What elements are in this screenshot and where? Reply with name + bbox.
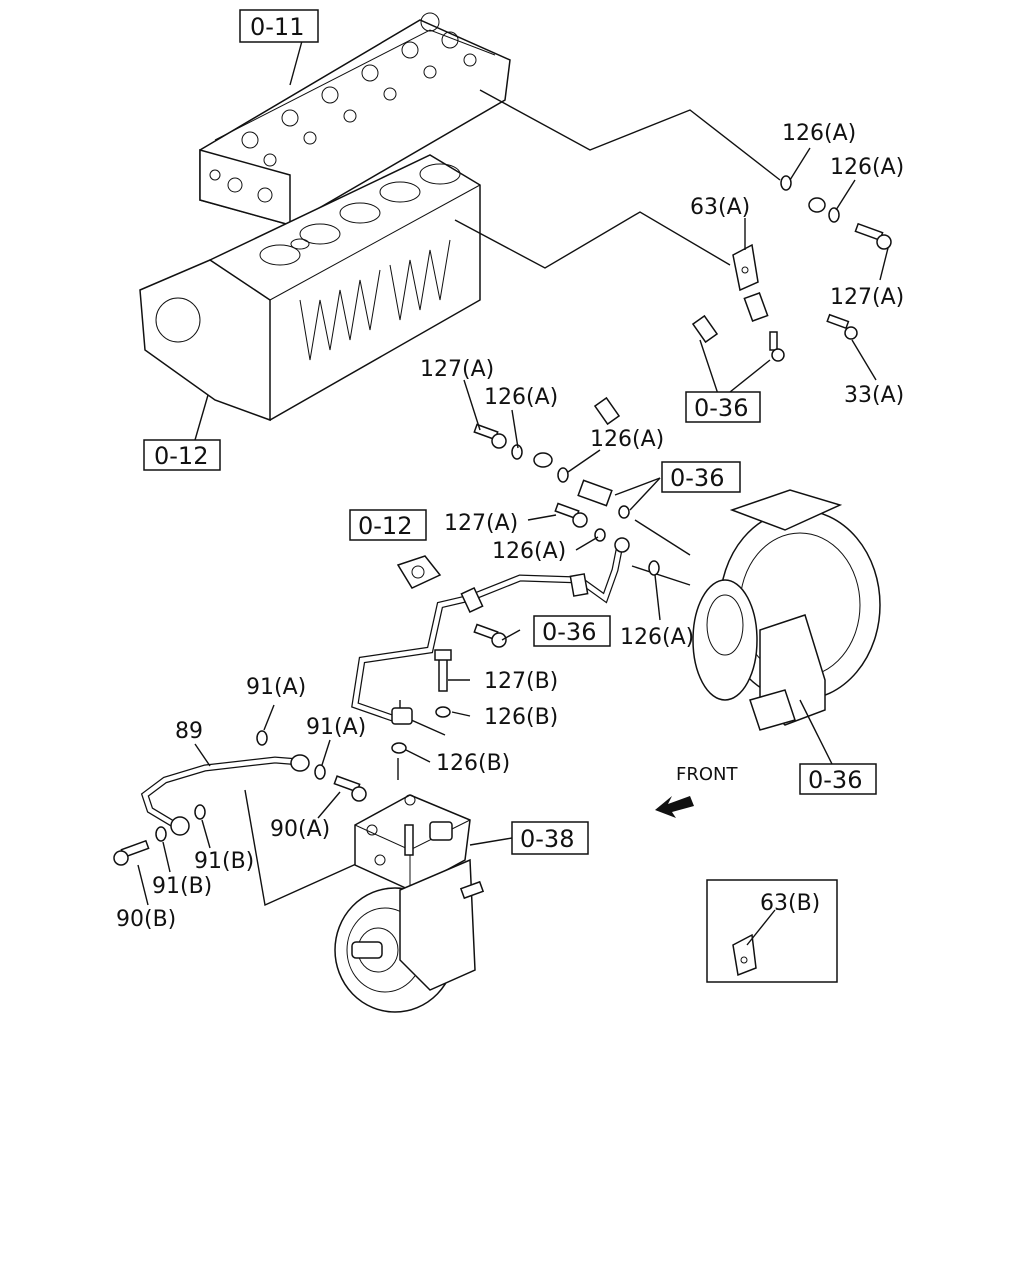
label-91b: 91(B) [194, 849, 254, 874]
ref-box-oil-pipe-upper: 0-36 [685, 391, 761, 423]
svg-text:0-36: 0-36 [542, 618, 596, 646]
label-91b: 91(B) [152, 874, 212, 899]
svg-text:0-12: 0-12 [154, 442, 208, 470]
label-33a: 33(A) [844, 383, 904, 408]
front-indicator: FRONT [655, 764, 738, 818]
ref-box-pump-block: 0-12 [349, 509, 427, 541]
label-127a: 127(A) [444, 511, 518, 536]
oil-pipe-upper [533, 197, 826, 468]
leader-lines [194, 29, 781, 907]
label-127a: 127(A) [830, 285, 904, 310]
label-90a: 90(A) [270, 817, 330, 842]
lower-hardware [391, 649, 452, 754]
label-89: 89 [175, 719, 203, 744]
ref-box-turbo-fitting: 0-36 [661, 461, 741, 493]
part-labels: 126(A) 126(A) 63(A) 127(A) 33(A) 127(A) … [116, 121, 904, 932]
ref-box-cyl-head: 0-11 [239, 9, 319, 43]
front-label: FRONT [676, 764, 738, 785]
label-91a: 91(A) [306, 715, 366, 740]
label-126a: 126(A) [492, 539, 566, 564]
cylinder-head [199, 12, 511, 226]
label-63b: 63(B) [760, 891, 820, 916]
compressor [334, 794, 485, 1013]
label-126a: 126(A) [590, 427, 664, 452]
label-126b: 126(B) [436, 751, 510, 776]
svg-text:0-38: 0-38 [520, 825, 574, 853]
oil-pipe-lower [351, 537, 630, 725]
label-63a: 63(A) [690, 195, 750, 220]
label-127a: 127(A) [420, 357, 494, 382]
inset-63b [706, 879, 838, 983]
ref-box-compressor: 0-38 [511, 821, 589, 855]
turbocharger [692, 489, 881, 731]
front-arrow-icon [655, 796, 694, 818]
ref-box-turbocharger: 0-36 [799, 763, 877, 795]
svg-text:0-36: 0-36 [694, 394, 748, 422]
label-91a: 91(A) [246, 675, 306, 700]
upper-hardware [473, 175, 892, 483]
label-127b: 127(B) [484, 669, 558, 694]
svg-text:0-12: 0-12 [358, 512, 412, 540]
label-90b: 90(B) [116, 907, 176, 932]
svg-text:0-11: 0-11 [250, 13, 304, 41]
label-126a: 126(A) [620, 625, 694, 650]
pipe-89 [113, 730, 367, 866]
ref-box-pipe-lower: 0-36 [533, 615, 611, 647]
svg-text:0-36: 0-36 [670, 464, 724, 492]
label-126a: 126(A) [782, 121, 856, 146]
ref-box-cyl-block: 0-12 [143, 439, 221, 471]
label-126a: 126(A) [484, 385, 558, 410]
label-126b: 126(B) [484, 705, 558, 730]
cylinder-block [139, 154, 481, 422]
middle-fittings [554, 479, 660, 576]
label-126a: 126(A) [830, 155, 904, 180]
svg-text:0-36: 0-36 [808, 766, 862, 794]
